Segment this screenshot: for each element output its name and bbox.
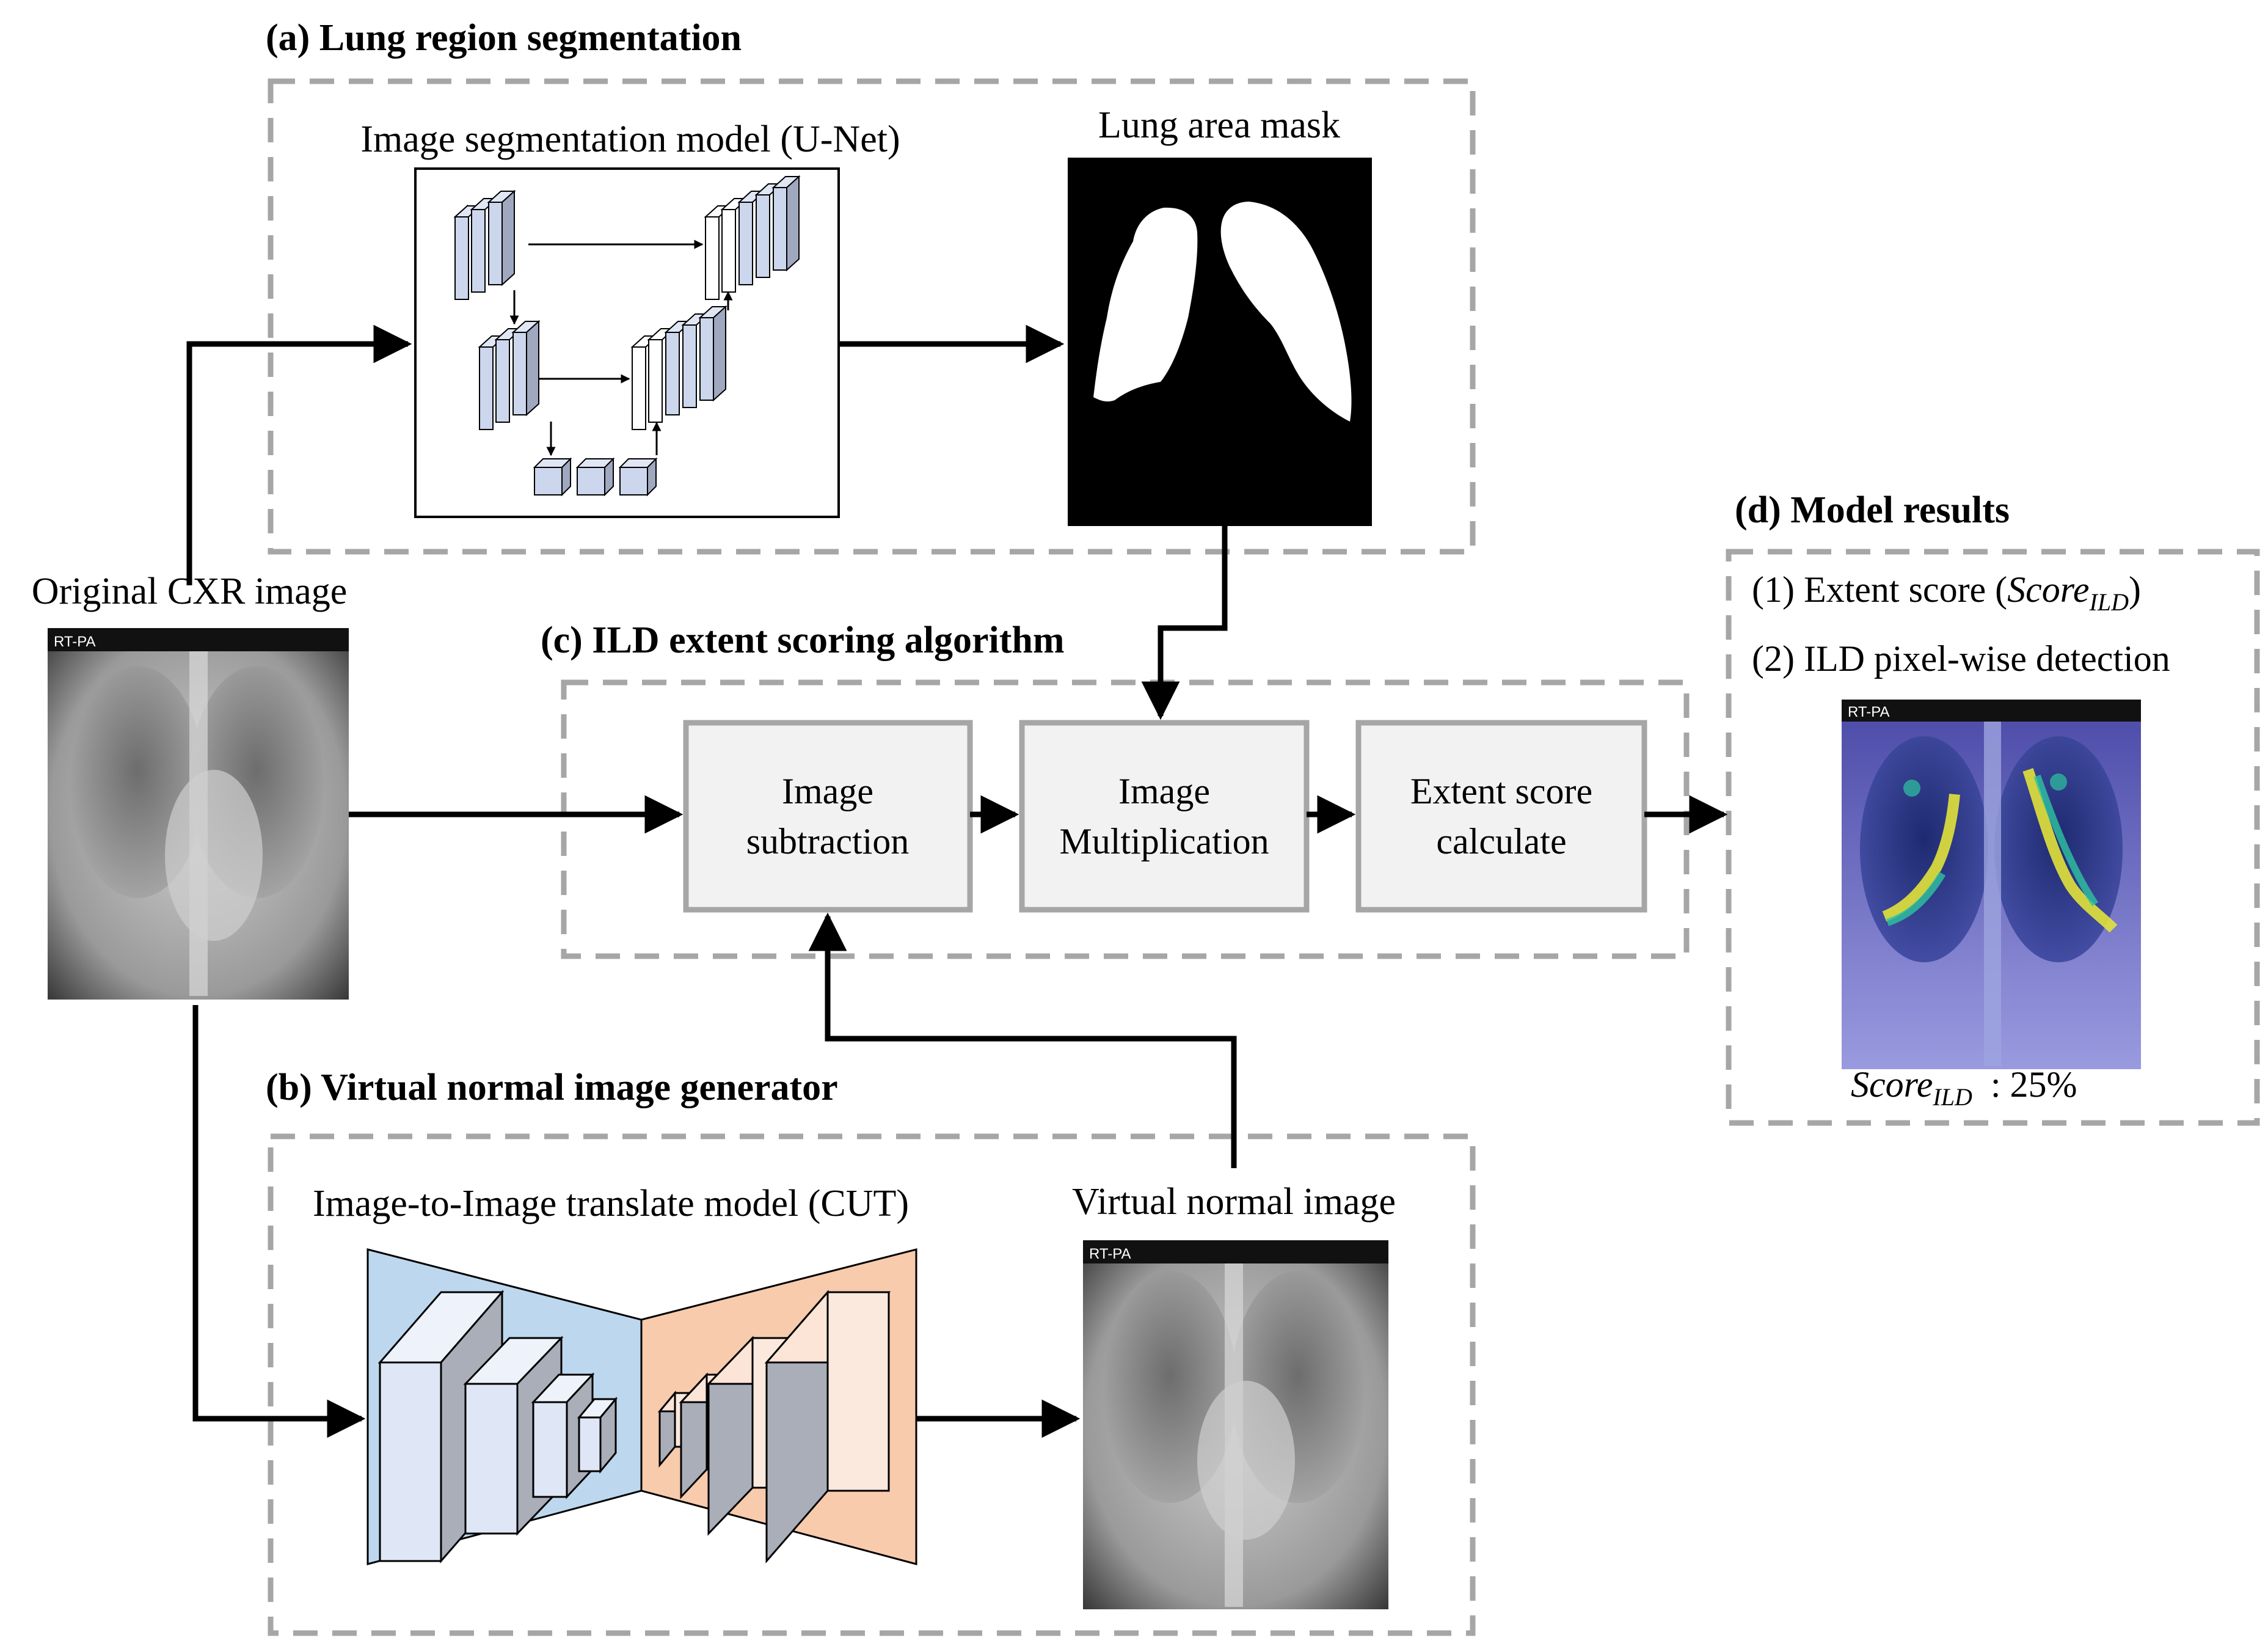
arrow-input-to-unet: [186, 324, 412, 585]
multiplication-box: Image Multiplication: [1019, 720, 1310, 913]
virtual-normal-tag: RT-PA: [1089, 1246, 1131, 1262]
input-image-tag: RT-PA: [54, 634, 95, 650]
section-c-frame: [561, 679, 1690, 959]
unet-bottleneck: [533, 457, 658, 497]
extent-score-line2: calculate: [1436, 821, 1566, 861]
result-score: ScoreILD: 25%: [1851, 1064, 2077, 1111]
unet-decoder-block-2: [704, 175, 801, 300]
cut-label: Image-to-Image translate model (CUT): [313, 1183, 909, 1224]
unet-encoder-block-2: [478, 320, 541, 430]
unet-decoder-block-1: [630, 305, 727, 430]
section-a-title: (a) Lung region segmentation: [266, 17, 742, 59]
extent-score-box: Extent score calculate: [1355, 720, 1647, 913]
result-item-2: (2) ILD pixel-wise detection: [1752, 638, 2170, 679]
subtraction-line1: Image: [782, 771, 873, 811]
virtual-normal-label: Virtual normal image: [1072, 1181, 1396, 1223]
ild-detection-image: RT-PA: [1842, 700, 2141, 1069]
unet-label: Image segmentation model (U-Net): [360, 119, 900, 160]
lung-mask-image: [1068, 158, 1372, 526]
multiplication-line2: Multiplication: [1059, 821, 1269, 861]
virtual-normal-image: RT-PA: [1083, 1240, 1388, 1609]
subtraction-line2: subtraction: [746, 821, 910, 861]
unet-arrows: [509, 239, 733, 456]
section-b-frame: [268, 1133, 1476, 1636]
section-b-title: (b) Virtual normal image generator: [266, 1067, 838, 1108]
input-cxr-image: RT-PA: [48, 628, 349, 1000]
arrow-mask-to-multiplication: [1141, 526, 1228, 720]
multiplication-line1: Image: [1118, 771, 1210, 811]
flow-arrows: [186, 324, 1728, 1438]
arrow-input-to-cut: [192, 1005, 366, 1438]
subtraction-box: Image subtraction: [683, 720, 973, 913]
unet-diagram: [453, 175, 801, 497]
section-c-title: (c) ILD extent scoring algorithm: [541, 620, 1065, 661]
section-d-title: (d) Model results: [1735, 489, 2010, 531]
cut-model-diagram: [366, 1248, 917, 1565]
result-image-tag: RT-PA: [1848, 704, 1889, 720]
mask-label: Lung area mask: [1098, 104, 1340, 146]
extent-score-line1: Extent score: [1410, 771, 1592, 811]
result-item-1: (1) Extent score (ScoreILD): [1752, 569, 2141, 616]
unet-encoder-block-1: [453, 189, 516, 300]
arrow-virtual-to-subtraction: [808, 912, 1237, 1168]
section-a-frame: [268, 78, 1476, 555]
